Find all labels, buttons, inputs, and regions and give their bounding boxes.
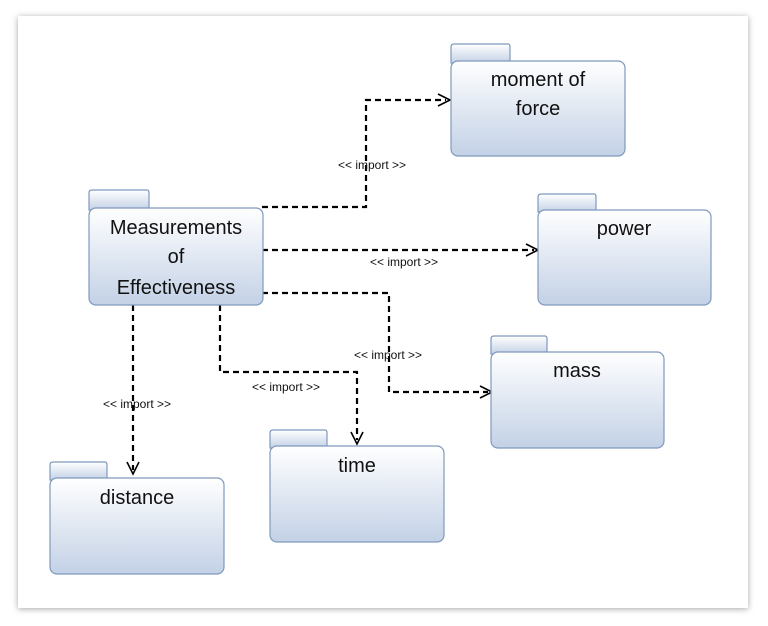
- package-body: [49, 477, 225, 575]
- package-tab: [88, 189, 150, 211]
- package-tab: [450, 43, 511, 64]
- edge-label-time: << import >>: [252, 380, 320, 394]
- edge-to-distance[interactable]: [126, 305, 140, 476]
- package-tab: [269, 429, 328, 449]
- package-tab: [537, 193, 597, 213]
- package-body: [490, 351, 665, 449]
- edge-label-power: << import >>: [370, 255, 438, 269]
- edge-label-moment-of-force: << import >>: [338, 158, 406, 172]
- package-label-line-2: of: [168, 246, 185, 268]
- package-measurements-of-effectiveness[interactable]: Measurements of Effectiveness: [88, 189, 264, 306]
- edge-label-mass: << import >>: [354, 348, 422, 362]
- package-label-line-3: Effectiveness: [117, 277, 236, 299]
- edge-label-distance: << import >>: [103, 397, 171, 411]
- package-label: distance: [100, 487, 175, 509]
- package-label-line-1: moment of: [491, 69, 586, 91]
- package-distance[interactable]: distance: [49, 461, 225, 575]
- package-label-line-1: Measurements: [110, 217, 242, 239]
- package-label-line-2: force: [516, 98, 560, 120]
- package-time[interactable]: time: [269, 429, 445, 543]
- edge-to-moment-of-force[interactable]: [262, 93, 452, 209]
- package-body: [537, 209, 712, 306]
- package-power[interactable]: power: [537, 193, 712, 306]
- package-body: [88, 207, 264, 306]
- package-body: [450, 60, 626, 157]
- edge-to-time[interactable]: [218, 305, 364, 446]
- package-moment-of-force[interactable]: moment of force: [450, 43, 626, 157]
- package-body: [269, 445, 445, 543]
- package-label: mass: [553, 360, 601, 382]
- package-tab: [49, 461, 108, 481]
- package-tab: [490, 335, 548, 355]
- package-mass[interactable]: mass: [490, 335, 665, 449]
- package-label: time: [338, 455, 376, 477]
- package-label: power: [597, 218, 652, 240]
